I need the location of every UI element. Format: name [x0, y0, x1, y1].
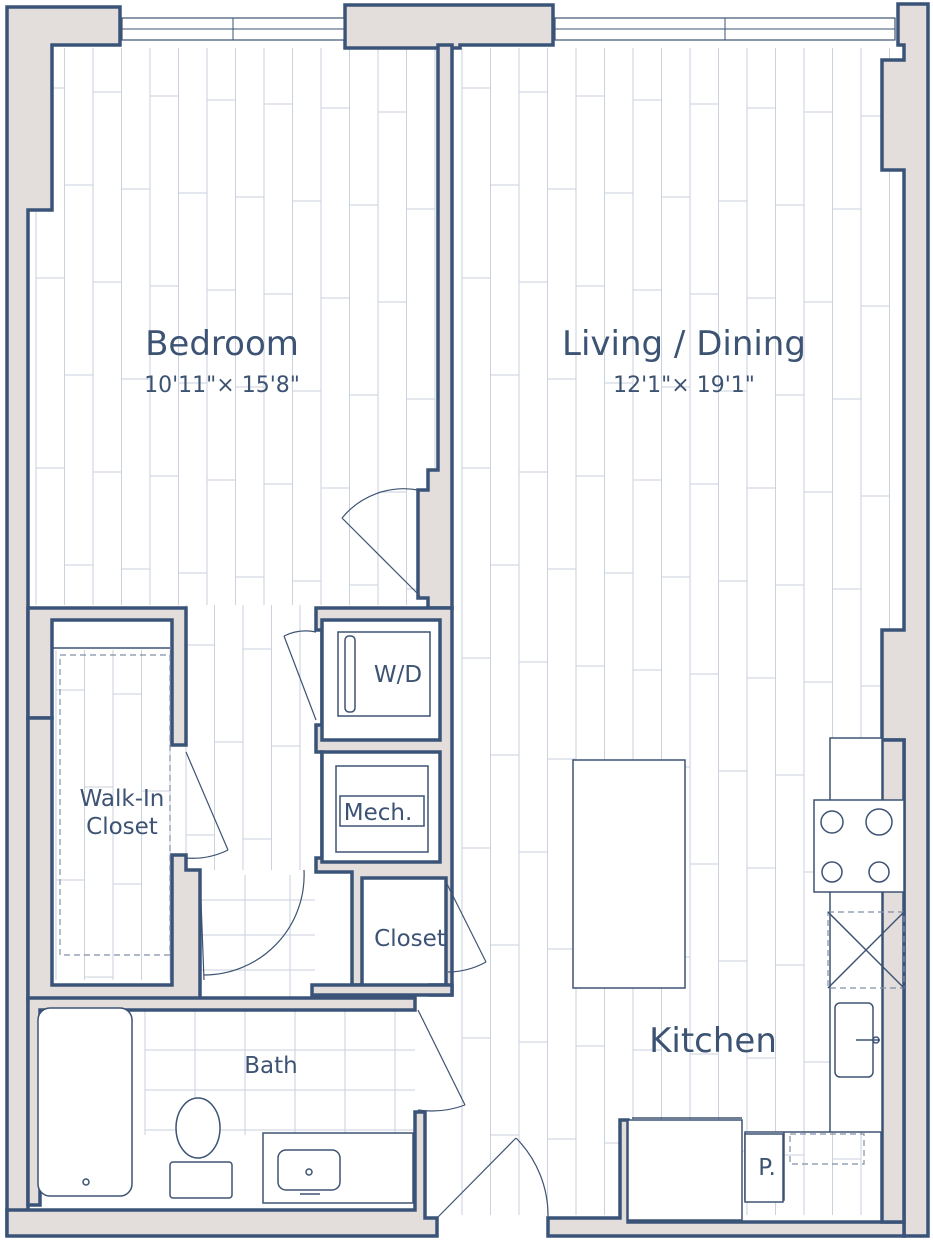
walk-in-closet-label-line2: Closet: [86, 814, 158, 840]
kitchen-island: [572, 759, 686, 989]
doors: [185, 488, 549, 1219]
washer-dryer-label: W/D: [374, 662, 422, 688]
toilet: [175, 1097, 221, 1159]
bath-label: Bath: [244, 1053, 297, 1079]
bath-tile-grid: [144, 875, 415, 1135]
windows: [121, 17, 896, 41]
pantry-label: P.: [758, 1155, 776, 1181]
bathtub: [37, 1007, 133, 1197]
living-dining-label: Living / Dining: [562, 324, 806, 364]
washer-dryer: [337, 631, 431, 717]
living-dining-dimensions: 12'1"× 19'1": [613, 373, 755, 398]
room-labels: Bedroom 10'11"× 15'8" Living / Dining 12…: [80, 324, 806, 1181]
refrigerator: [627, 1119, 743, 1221]
floor-planks: [35, 48, 890, 1215]
pantry: [744, 1133, 784, 1203]
bedroom-dimensions: 10'11"× 15'8": [144, 373, 300, 398]
vanity: [262, 1132, 414, 1204]
kitchen-label: Kitchen: [649, 1021, 777, 1061]
range: [813, 799, 905, 893]
mechanical-unit: [335, 765, 429, 853]
closet-label: Closet: [374, 926, 446, 952]
walk-in-closet-label-line1: Walk-In: [80, 786, 165, 812]
mechanical-label: Mech.: [344, 800, 413, 826]
fixtures: [37, 631, 905, 1221]
bedroom-label: Bedroom: [145, 324, 299, 364]
